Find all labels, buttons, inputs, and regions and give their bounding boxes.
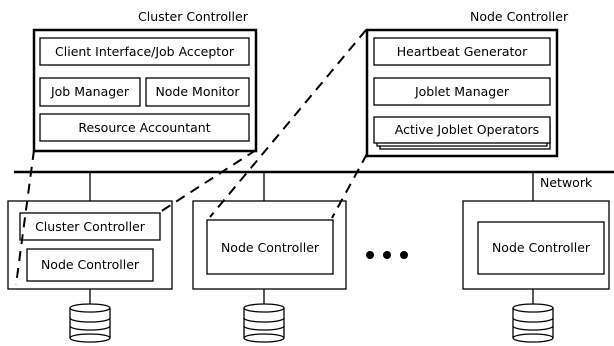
ellipsis-dots xyxy=(366,251,408,259)
heartbeat-box xyxy=(373,37,551,66)
job-manager-label: Job Manager xyxy=(50,84,130,99)
machine-1-cluster-controller-label: Cluster Controller xyxy=(35,219,146,234)
node-zoom-line-top xyxy=(209,29,367,218)
machine-3-node-controller-box xyxy=(477,221,605,275)
cluster-zoom-line-right xyxy=(159,149,257,213)
database-icon xyxy=(69,303,111,343)
machine-3-node-controller-label: Node Controller xyxy=(492,240,591,255)
database-icon xyxy=(243,303,285,343)
resource-accountant-label: Resource Accountant xyxy=(78,120,210,135)
machine-1-node-controller-label: Node Controller xyxy=(41,257,140,272)
machine-2-node-controller-box xyxy=(206,219,334,275)
network-label: Network xyxy=(540,175,593,190)
machine-2-node-controller-label: Node Controller xyxy=(221,240,320,255)
machine-1-node-controller-box xyxy=(26,248,154,282)
database-icon xyxy=(512,303,554,343)
cluster-controller-title: Cluster Controller xyxy=(138,9,249,24)
machine-1-cluster-controller-box xyxy=(19,212,161,241)
heartbeat-label: Heartbeat Generator xyxy=(397,44,528,59)
client-interface-label: Client Interface/Job Acceptor xyxy=(55,44,235,59)
resource-accountant-box xyxy=(39,113,250,142)
node-monitor-label: Node Monitor xyxy=(155,84,240,99)
joblet-manager-label: Joblet Manager xyxy=(414,84,510,99)
cluster-zoom-line-left xyxy=(15,149,35,286)
active-operators-box xyxy=(373,116,551,144)
job-manager-box xyxy=(39,77,141,107)
node-controller-title: Node Controller xyxy=(470,9,569,24)
joblet-manager-box xyxy=(373,77,551,106)
active-operators-label: Active Joblet Operators xyxy=(395,122,539,137)
node-monitor-box xyxy=(145,77,250,107)
zoom-lines xyxy=(15,29,368,286)
client-interface-box xyxy=(39,37,250,66)
node-zoom-line-bottom xyxy=(331,153,368,219)
